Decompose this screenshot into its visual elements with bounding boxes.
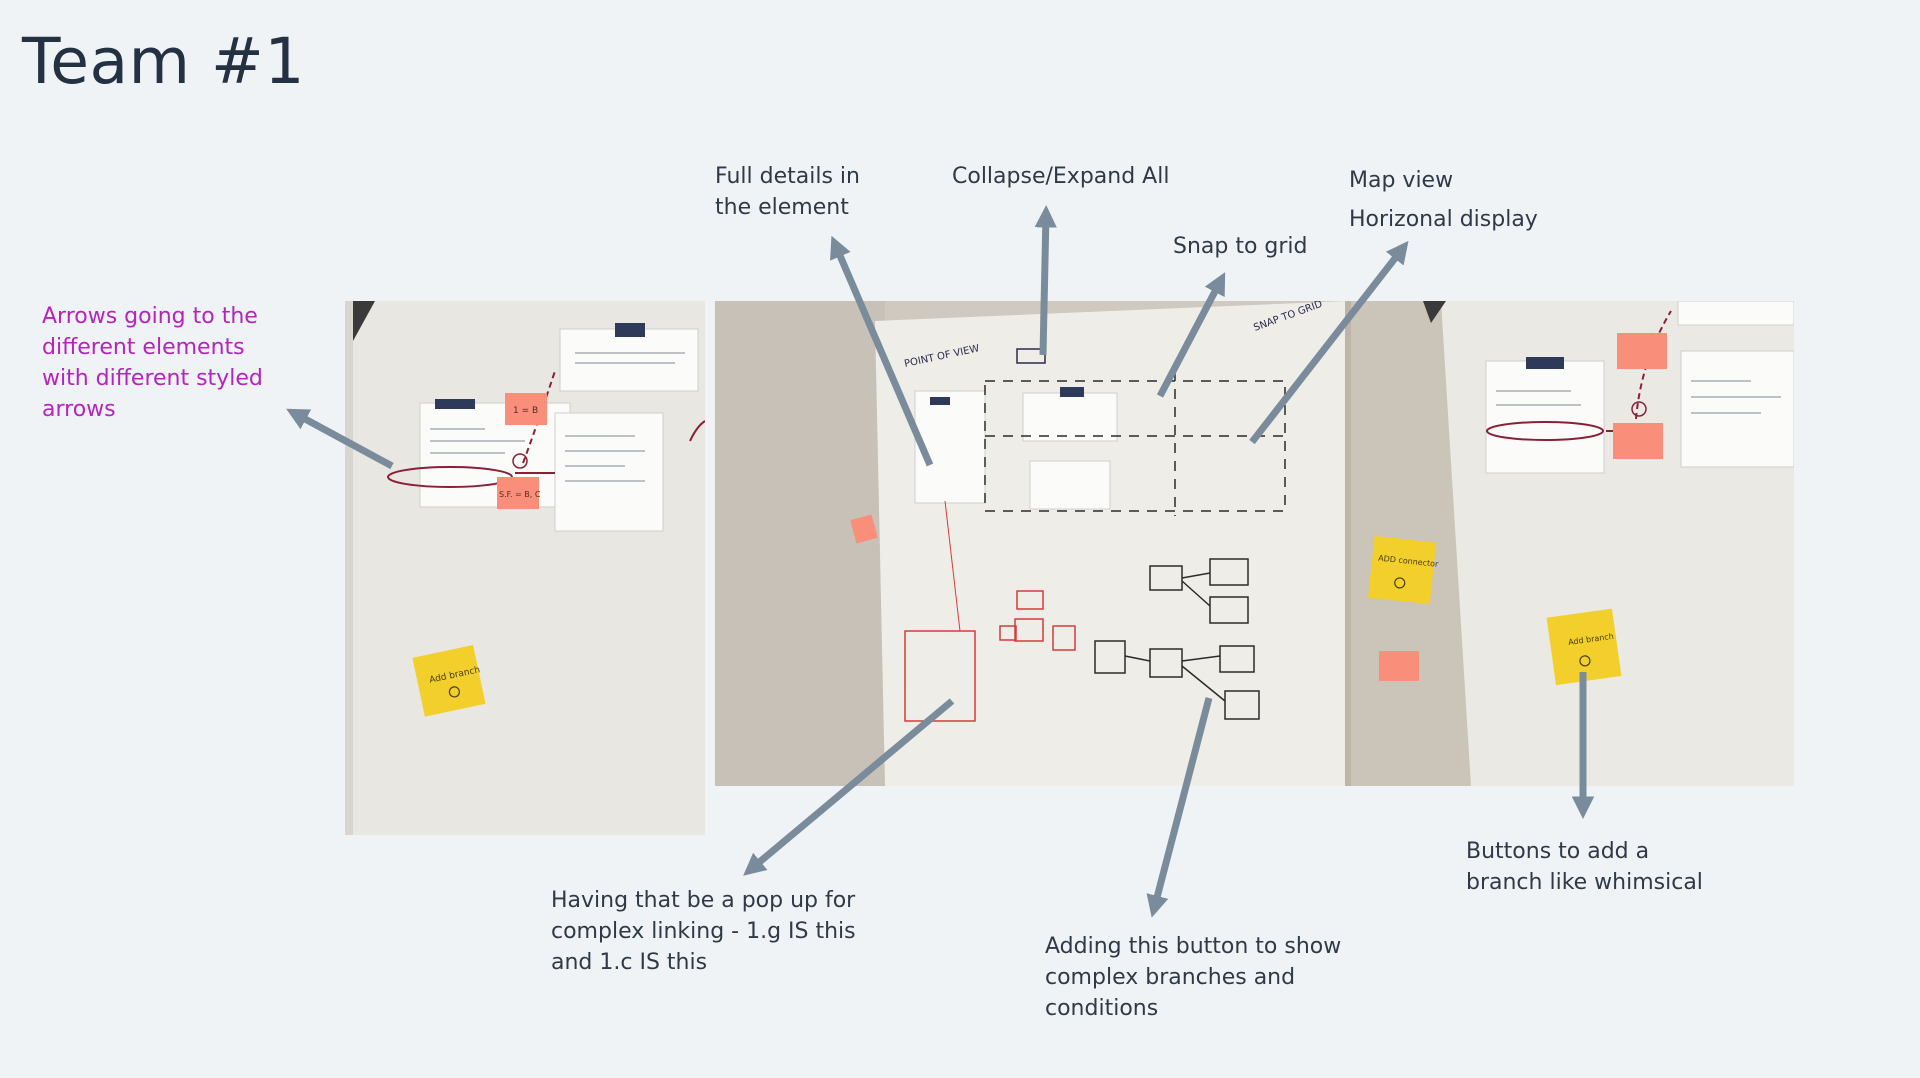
note-full-details: Full details in the element [715,164,860,220]
note-styled-arrows: Arrows going to the different elements w… [42,304,263,422]
whiteboard-photo-center: POINT OF VIEW SNAP TO GRID [715,301,1351,786]
whiteboard-photo-left: 1 = B S.F. = B, C Add branch [345,301,705,835]
note-map-view: Map view Horizonal display [1349,168,1538,232]
slide-title: Team #1 [22,25,305,98]
note-popup: Having that be a pop up for complex link… [551,888,856,975]
note-collapse-expand: Collapse/Expand All [952,164,1170,189]
note-snap-grid: Snap to grid [1173,234,1308,259]
whiteboard-photo-right: ADD connector Add branch [1351,301,1794,786]
sticky-condition-2-text: S.F. = B, C [499,490,541,499]
note-complex-branches: Adding this button to show complex branc… [1045,934,1342,1021]
note-add-branch: Buttons to add a branch like whimsical [1466,839,1703,895]
sticky-condition-1-text: 1 = B [513,406,538,416]
